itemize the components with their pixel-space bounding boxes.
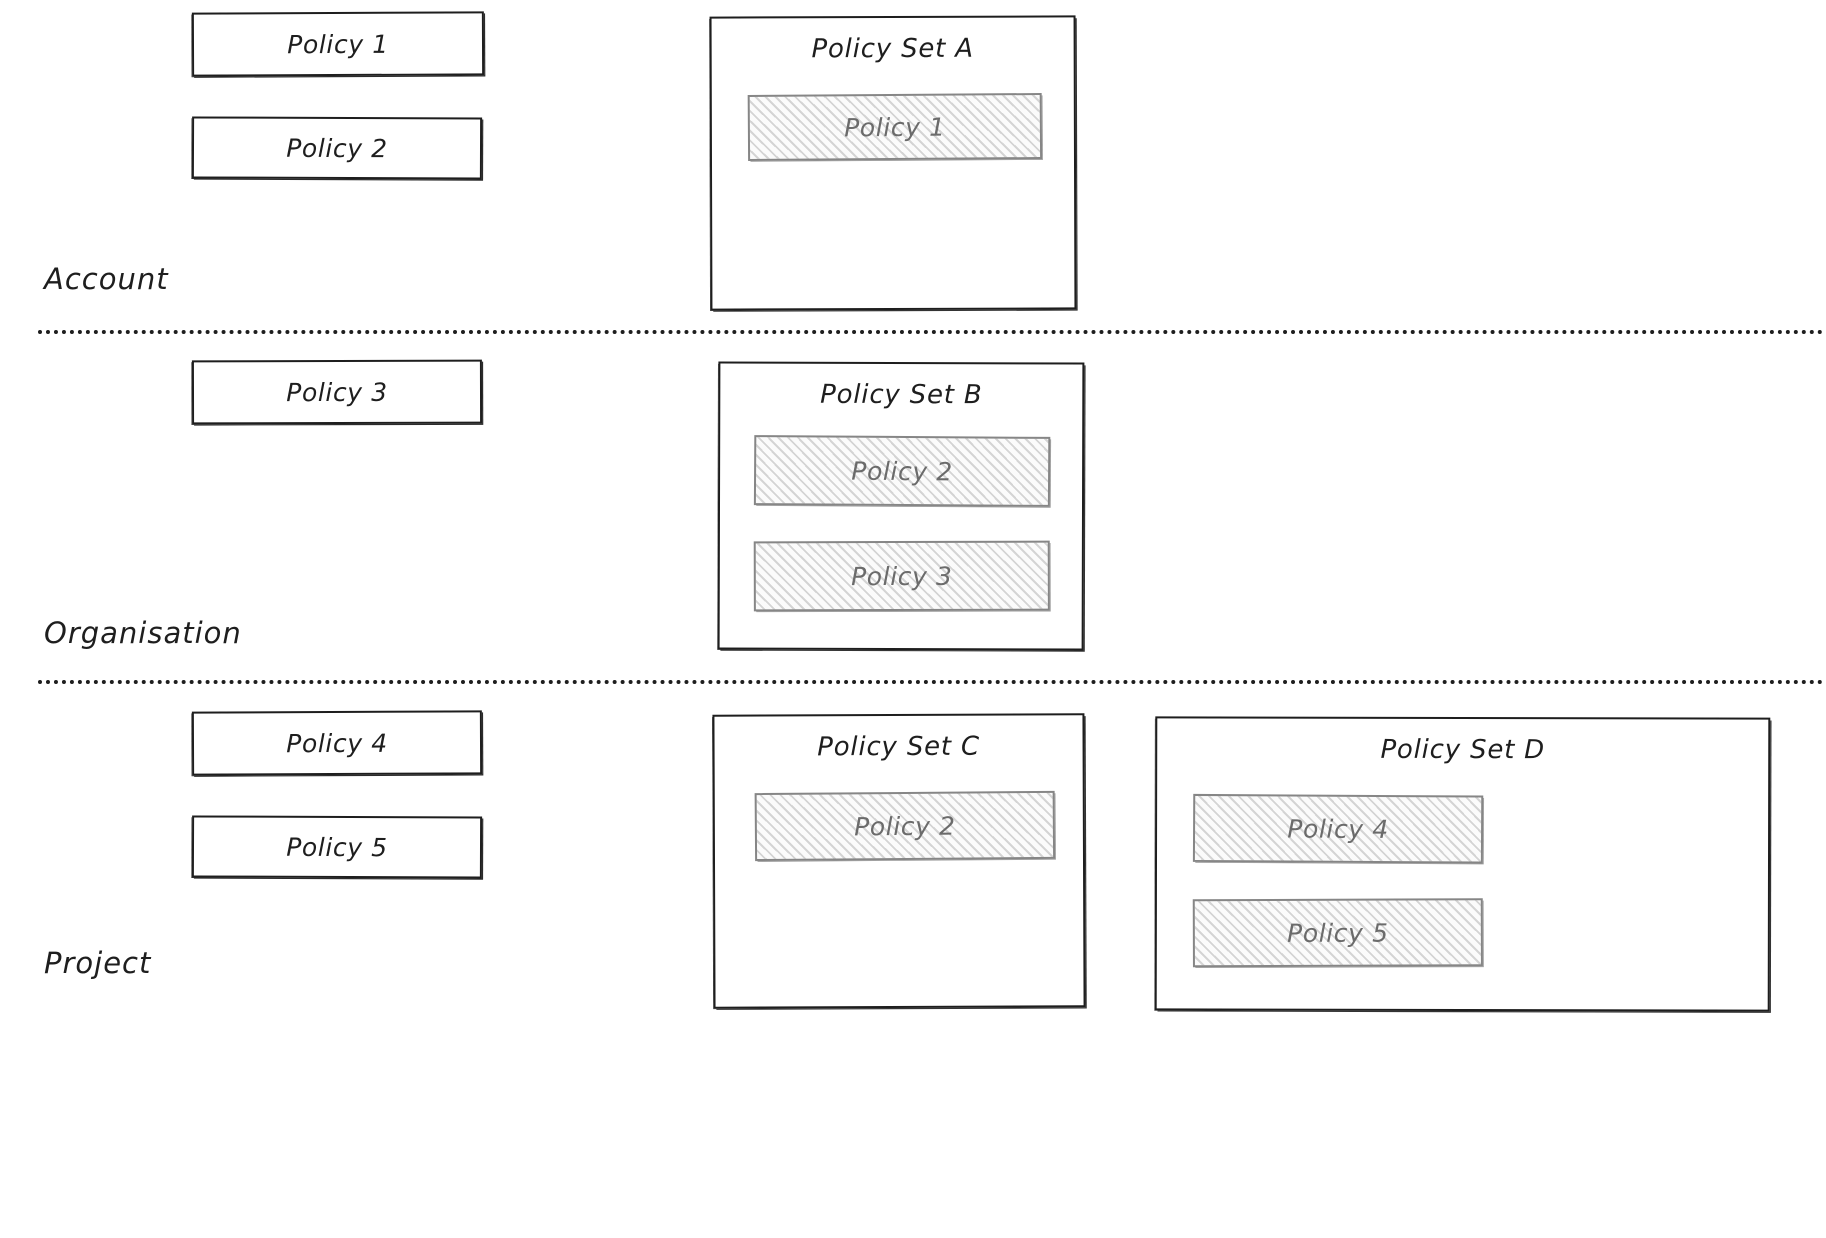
policy-ref-policy-4[interactable]: Policy 4 — [1192, 793, 1484, 864]
policy-ref-policy-3[interactable]: Policy 3 — [753, 540, 1050, 612]
policy-chip-label: Policy 1 — [287, 29, 389, 59]
policy-chip-policy-3[interactable]: Policy 3 — [191, 359, 483, 425]
policy-set-c[interactable]: Policy Set C Policy 2 — [712, 713, 1086, 1009]
policy-ref-label: Policy 4 — [1287, 813, 1389, 844]
policy-chip-label: Policy 2 — [286, 133, 388, 163]
policy-ref-label: Policy 5 — [1287, 918, 1389, 948]
policy-set-a[interactable]: Policy Set A Policy 1 — [709, 15, 1077, 311]
policy-set-b[interactable]: Policy Set B Policy 2 Policy 3 — [717, 361, 1085, 651]
policy-chip-policy-4[interactable]: Policy 4 — [191, 710, 483, 776]
policy-ref-policy-2[interactable]: Policy 2 — [754, 790, 1056, 862]
policy-ref-policy-2[interactable]: Policy 2 — [753, 435, 1051, 507]
policy-chip-policy-1[interactable]: Policy 1 — [191, 11, 485, 77]
policy-chip-label: Policy 3 — [286, 377, 388, 407]
policy-ref-label: Policy 1 — [844, 112, 946, 142]
policy-set-title: Policy Set A — [811, 33, 974, 65]
policy-chip-policy-5[interactable]: Policy 5 — [191, 815, 483, 879]
policy-ref-label: Policy 2 — [851, 456, 953, 486]
policy-ref-label: Policy 2 — [854, 811, 956, 841]
policy-set-title: Policy Set D — [1380, 734, 1546, 766]
policy-set-title: Policy Set C — [817, 731, 980, 763]
policy-ref-label: Policy 3 — [851, 561, 953, 591]
policy-chip-label: Policy 5 — [286, 832, 388, 862]
tier-label-account: Account — [44, 262, 169, 296]
tier-label-organisation: Organisation — [44, 616, 242, 650]
policy-set-title: Policy Set B — [820, 379, 983, 411]
tier-label-project: Project — [44, 946, 152, 980]
policy-ref-policy-1[interactable]: Policy 1 — [747, 93, 1043, 161]
policy-chip-policy-2[interactable]: Policy 2 — [191, 116, 483, 180]
policy-set-d[interactable]: Policy Set D Policy 4 Policy 5 — [1154, 716, 1771, 1012]
tier-divider-account-organisation — [38, 330, 1824, 334]
tier-divider-organisation-project — [38, 680, 1824, 684]
policy-chip-label: Policy 4 — [286, 728, 388, 758]
policy-ref-policy-5[interactable]: Policy 5 — [1192, 898, 1483, 968]
